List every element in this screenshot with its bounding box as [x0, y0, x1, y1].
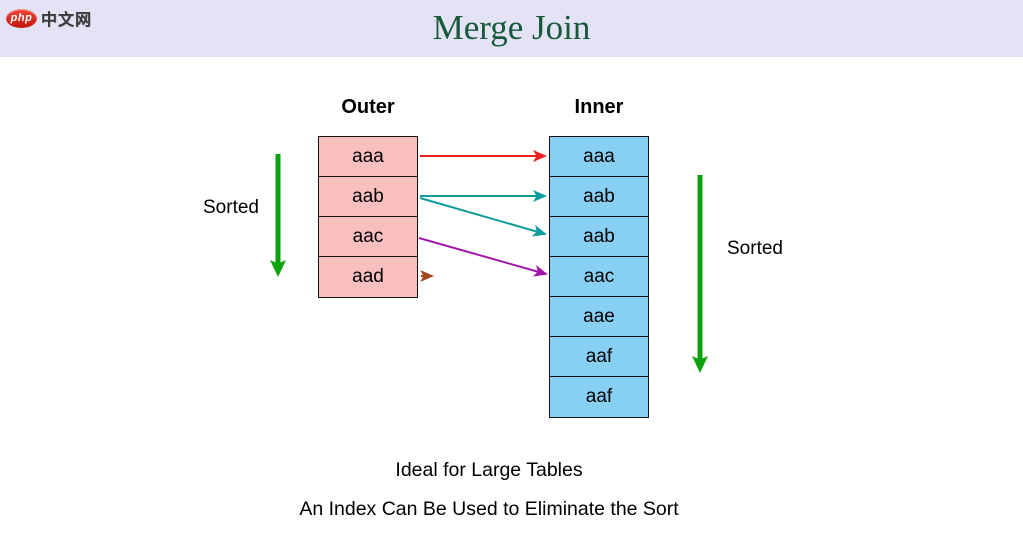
- php-logo: php 中文网: [6, 6, 92, 30]
- outer-table-row: aac: [319, 217, 417, 257]
- php-logo-sitename: 中文网: [41, 12, 93, 29]
- caption-line2: An Index Can Be Used to Eliminate the So…: [299, 498, 679, 520]
- outer-table: aaa aab aac aad: [318, 136, 418, 298]
- match-arrow-aac: [418, 237, 548, 277]
- inner-table-row: aab: [550, 217, 648, 257]
- inner-table-row: aac: [550, 257, 648, 297]
- outer-table-title: Outer: [341, 96, 395, 118]
- inner-table-row: aab: [550, 177, 648, 217]
- inner-table-title: Inner: [574, 96, 624, 118]
- inner-table: aaa aab aab aac aae aaf aaf: [549, 136, 649, 418]
- caption-line1: Ideal for Large Tables: [395, 459, 583, 481]
- inner-table-row: aae: [550, 297, 648, 337]
- php-logo-icon: php: [6, 8, 37, 28]
- slide-title: Merge Join: [432, 8, 591, 47]
- match-arrow-aab-2: [419, 197, 547, 237]
- header-bar: php 中文网 Merge Join: [0, 0, 1023, 57]
- sorted-label-right: Sorted: [727, 238, 783, 259]
- outer-table-row: aad: [319, 257, 417, 297]
- inner-table-row: aaf: [550, 377, 648, 417]
- outer-table-row: aab: [319, 177, 417, 217]
- inner-table-row: aaf: [550, 337, 648, 377]
- outer-table-row: aaa: [319, 137, 417, 177]
- sorted-label-left: Sorted: [203, 197, 259, 218]
- inner-table-row: aaa: [550, 137, 648, 177]
